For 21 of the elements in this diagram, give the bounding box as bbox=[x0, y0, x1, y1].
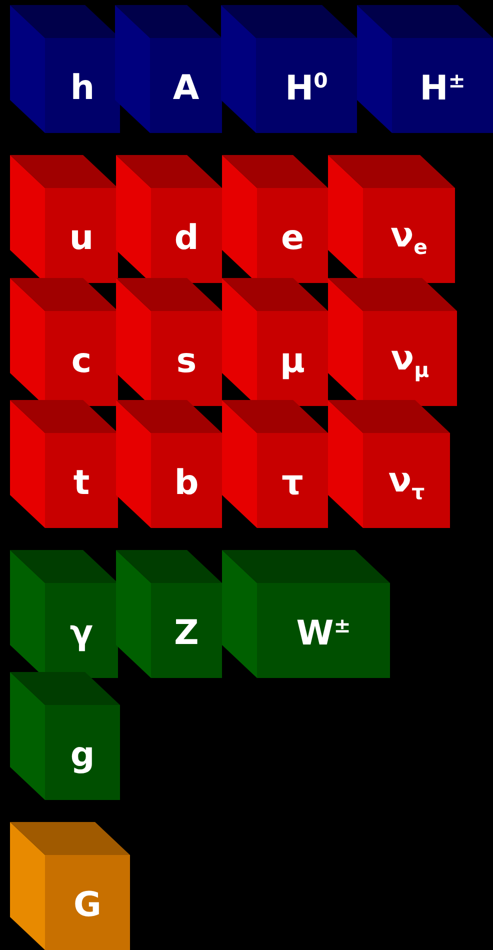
particle-symbol: ν$_{μ}$ bbox=[390, 340, 430, 380]
particle-symbol: W$^{±}$ bbox=[296, 614, 351, 650]
particle-symbol: g bbox=[70, 738, 95, 772]
particle-symbol: H$^{±}$ bbox=[420, 70, 466, 106]
particle-symbol: d bbox=[174, 220, 199, 254]
particle-symbol: c bbox=[71, 344, 92, 378]
particle-symbol: H$^{0}$ bbox=[285, 70, 328, 106]
particle-symbol: ν$_{e}$ bbox=[390, 218, 428, 258]
particle-symbol: ν$_{τ}$ bbox=[388, 462, 425, 502]
particle-symbol: t bbox=[73, 466, 90, 500]
particle-symbol: τ bbox=[282, 466, 304, 500]
particle-symbol: b bbox=[174, 466, 199, 500]
particle-symbol: γ bbox=[70, 616, 94, 650]
particle-symbol: s bbox=[176, 344, 197, 378]
particle-symbol: e bbox=[280, 220, 304, 254]
particle-symbol: A bbox=[172, 70, 200, 104]
particle-symbol: h bbox=[70, 70, 95, 104]
particle-symbol: G bbox=[74, 888, 102, 922]
particle-symbol: μ bbox=[280, 344, 306, 378]
particle-symbol: u bbox=[69, 220, 94, 254]
particle-symbol: Z bbox=[174, 616, 199, 650]
